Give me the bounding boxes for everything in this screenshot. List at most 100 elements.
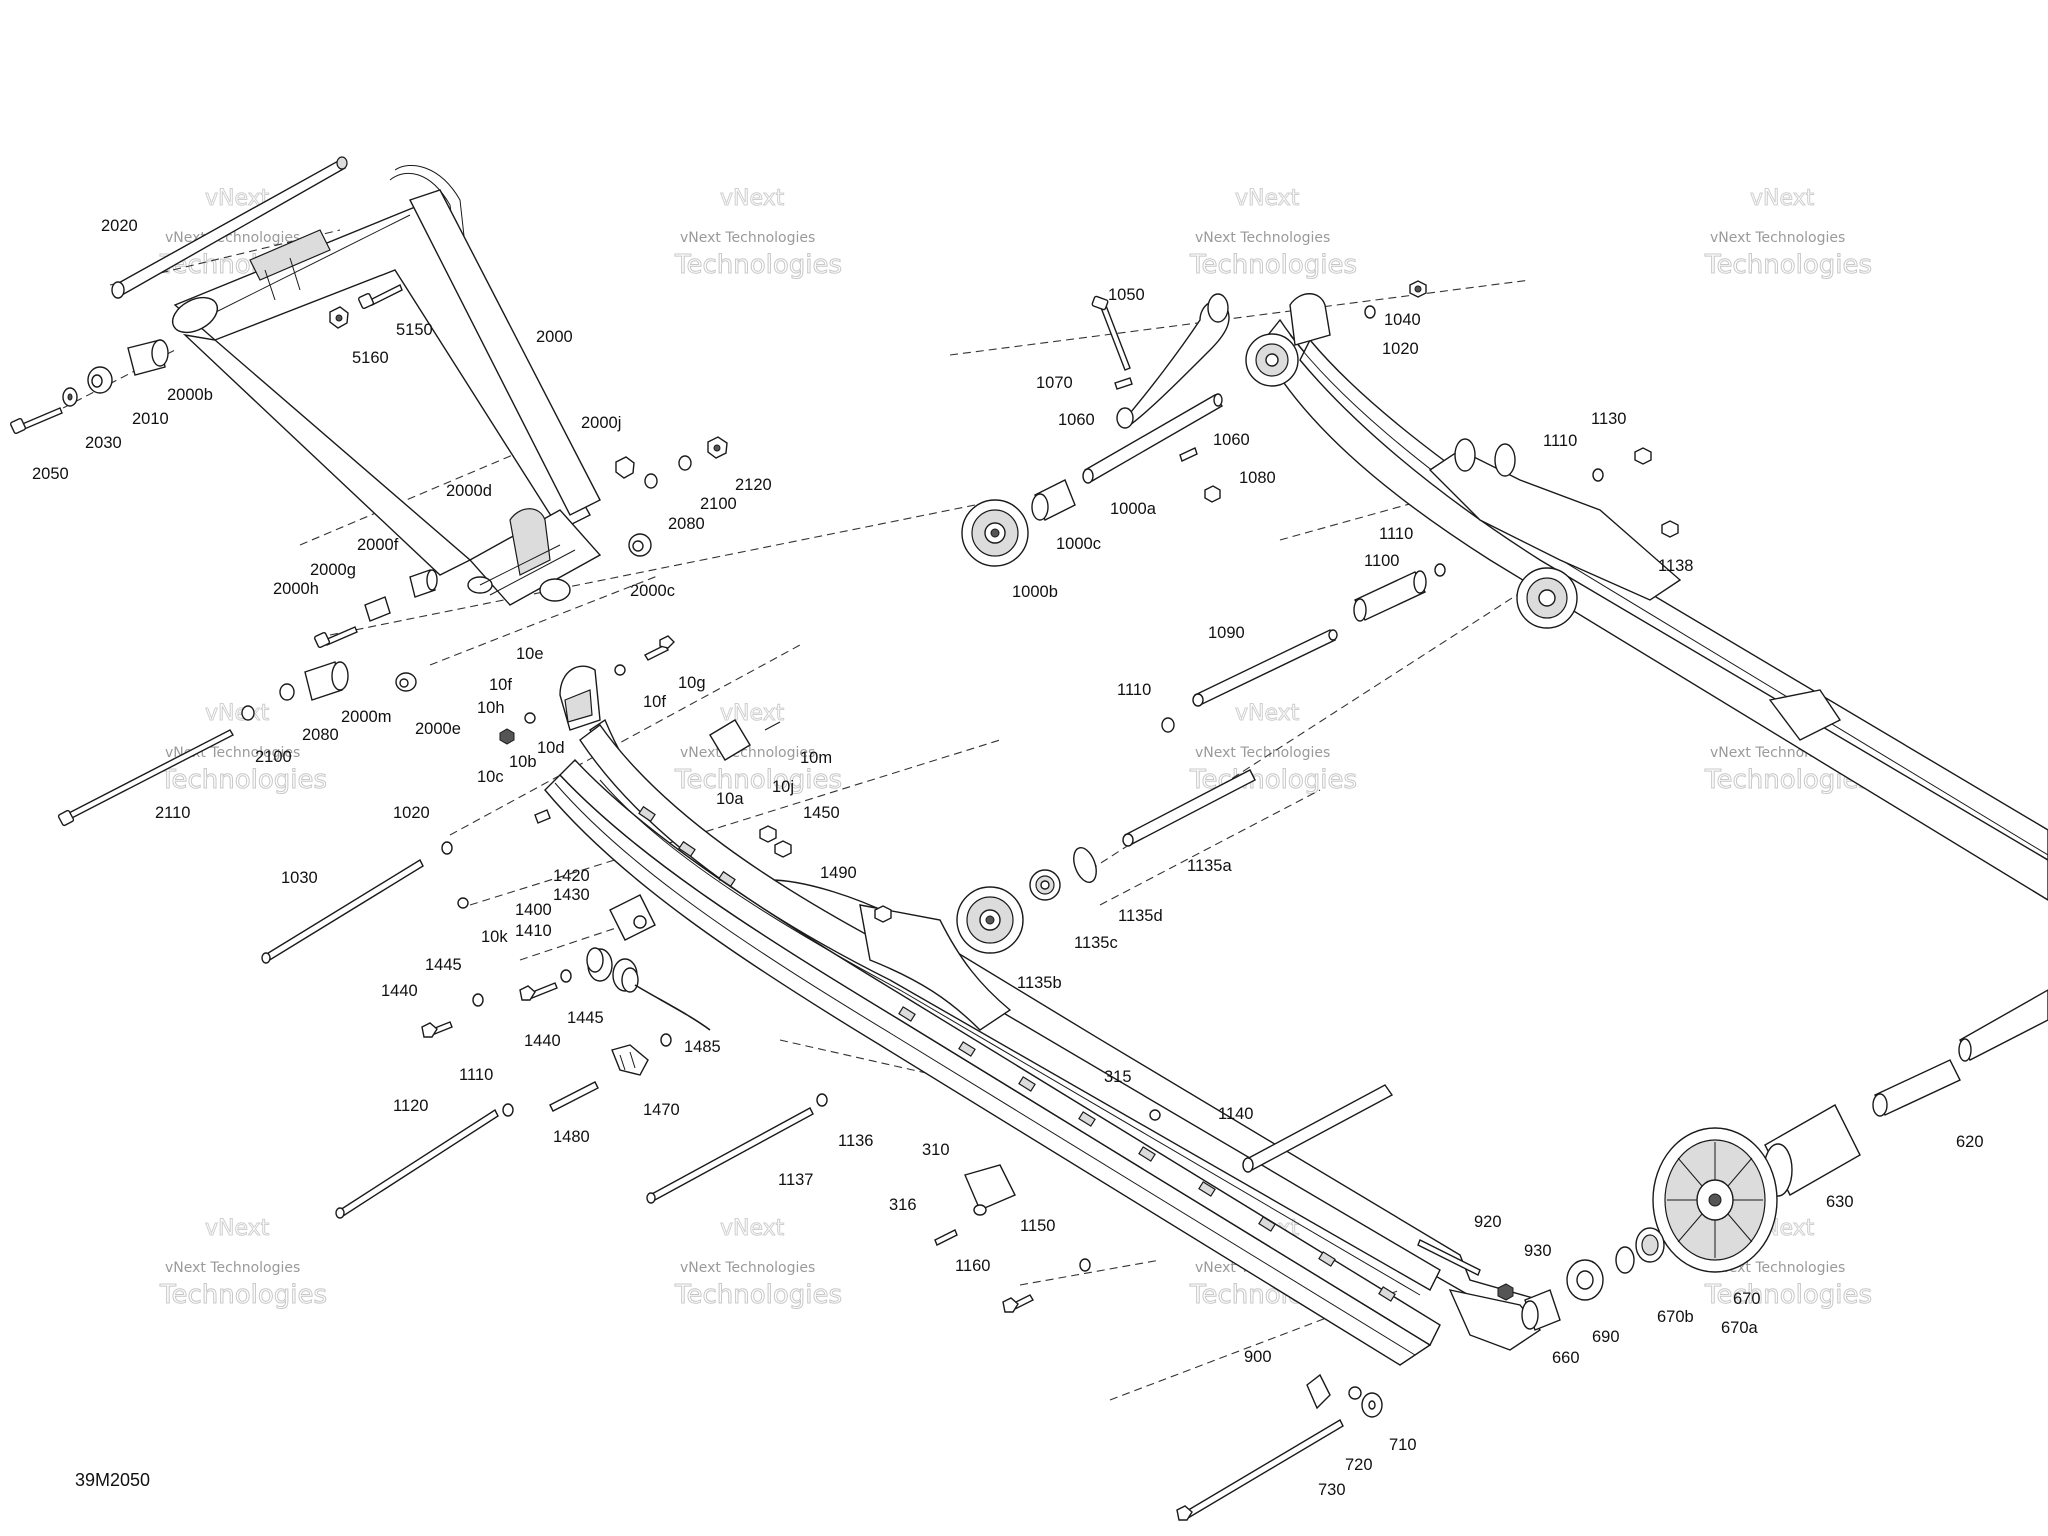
part-label-1135d: 1135d: [1118, 907, 1163, 925]
watermark-vnext: vNext: [1235, 701, 1300, 726]
block-1470: [611, 1044, 649, 1076]
shaft-1135a: [1122, 769, 1256, 847]
rail-gusset: [859, 904, 1012, 1031]
spacer-2000g: [364, 596, 391, 622]
washer-10f2: [524, 712, 536, 724]
part-label-620: 620: [1956, 1133, 1984, 1151]
part-label-2000m: 2000m: [341, 708, 391, 726]
part-label-5150: 5150: [396, 321, 433, 339]
part-label-1080: 1080: [1239, 469, 1276, 487]
washer-710: [1361, 1392, 1383, 1418]
part-label-920: 920: [1474, 1213, 1502, 1231]
retaining-ring-1135d: [1073, 847, 1097, 883]
washer-720: [1348, 1386, 1362, 1400]
ring-690: [1566, 1259, 1604, 1301]
screw-10c: [534, 809, 551, 824]
part-label-1410: 1410: [515, 922, 552, 940]
bushing-2000f: [409, 569, 438, 598]
rail-rear-end: [1448, 1289, 1542, 1351]
washer-1110a: [1592, 468, 1604, 482]
part-label-1138: 1138: [1658, 557, 1693, 575]
part-label-1000a: 1000a: [1110, 500, 1157, 518]
part-label-1445b: 1445: [567, 1009, 604, 1027]
part-label-1440b: 1440: [524, 1032, 561, 1050]
part-label-10a: 10a: [716, 790, 744, 808]
hub-630: [1763, 1104, 1861, 1197]
part-label-670b: 670b: [1657, 1308, 1694, 1326]
pin-920: [1417, 1239, 1481, 1276]
rod-1030: [261, 859, 424, 964]
nut-10h: [499, 728, 515, 745]
bolt-730: [1176, 1419, 1344, 1521]
washer-1060a: [1114, 377, 1133, 390]
watermark-technologies: Technologies: [159, 1280, 327, 1310]
bearing-670a: [1635, 1227, 1665, 1263]
watermark-technologies: Technologies: [674, 250, 842, 280]
part-label-1430: 1430: [553, 886, 590, 904]
rear-wheel-group: [1176, 989, 2048, 1521]
part-label-10e: 10e: [516, 645, 544, 663]
part-label-1100: 1100: [1364, 552, 1399, 570]
shaft-1000a: [1082, 393, 1223, 484]
part-label-1070: 1070: [1036, 374, 1073, 392]
ring-670b: [1615, 1246, 1635, 1274]
part-label-1120: 1120: [393, 1097, 428, 1115]
part-label-1440a: 1440: [381, 982, 418, 1000]
washer-1136: [816, 1093, 828, 1107]
washer-1020a: [441, 841, 453, 855]
part-label-1445a: 1445: [425, 956, 462, 974]
part-label-2080a: 2080: [668, 515, 705, 533]
bushing-2000e: [395, 672, 417, 692]
part-label-310: 310: [922, 1141, 950, 1159]
part-label-10f1: 10f: [489, 676, 512, 694]
left-small-parts: [261, 635, 1161, 1313]
part-label-1490: 1490: [820, 864, 857, 882]
nut-1490: [874, 905, 892, 923]
part-label-1470: 1470: [643, 1101, 680, 1119]
washer-1060b: [1179, 447, 1198, 462]
part-label-710: 710: [1389, 1436, 1417, 1454]
front-bracket-right: [1289, 293, 1331, 346]
watermark-vnext: vNext: [205, 701, 270, 726]
watermark-technologies: Technologies: [1704, 1280, 1872, 1310]
center-parts: [956, 280, 1679, 1173]
part-label-2080b: 2080: [302, 726, 339, 744]
part-label-1110d: 1110: [1117, 681, 1151, 699]
watermark-layer: vNext vNext Technologies Technologies vN…: [159, 186, 1873, 1311]
part-label-1110b: 1110: [1379, 525, 1413, 543]
part-label-900: 900: [1244, 1348, 1272, 1366]
bolt-2110: [57, 729, 234, 827]
part-label-2000f: 2000f: [357, 536, 399, 554]
nut-1080: [1204, 485, 1221, 503]
watermark-text: vNext Technologies: [1710, 230, 1845, 246]
hub-660: [1521, 1289, 1561, 1331]
screw-316: [934, 1229, 958, 1246]
rod-2020: [111, 156, 348, 299]
pin-1480: [549, 1081, 599, 1112]
part-label-1130: 1130: [1591, 410, 1626, 428]
washer-2080a: [644, 473, 658, 489]
part-label-10m: 10m: [800, 749, 832, 767]
slider-310: [964, 1164, 1016, 1216]
watermark-text: vNext Technologies: [680, 745, 815, 761]
bolt-1440b: [519, 982, 558, 1001]
part-label-1110c: 1110: [459, 1066, 493, 1084]
rail-slots: [638, 805, 1396, 1302]
part-label-1030: 1030: [281, 869, 318, 887]
part-label-1110a: 1110: [1543, 432, 1577, 450]
part-label-2000c: 2000c: [630, 582, 675, 600]
washer-1110c: [502, 1103, 514, 1117]
watermark-vnext: vNext: [720, 701, 785, 726]
bracket-10e: [559, 665, 601, 731]
spring-1400: [586, 947, 711, 1031]
part-label-1090: 1090: [1208, 624, 1245, 642]
springs-right: [1454, 438, 1516, 477]
part-label-1020a: 1020: [393, 804, 430, 822]
bolt-1070: [1091, 295, 1131, 371]
bolt-1160: [1002, 1294, 1034, 1313]
part-label-2020: 2020: [101, 217, 138, 235]
part-label-2000d: 2000d: [446, 482, 492, 500]
washer-10f1: [614, 664, 626, 676]
part-label-2000g: 2000g: [310, 561, 356, 579]
